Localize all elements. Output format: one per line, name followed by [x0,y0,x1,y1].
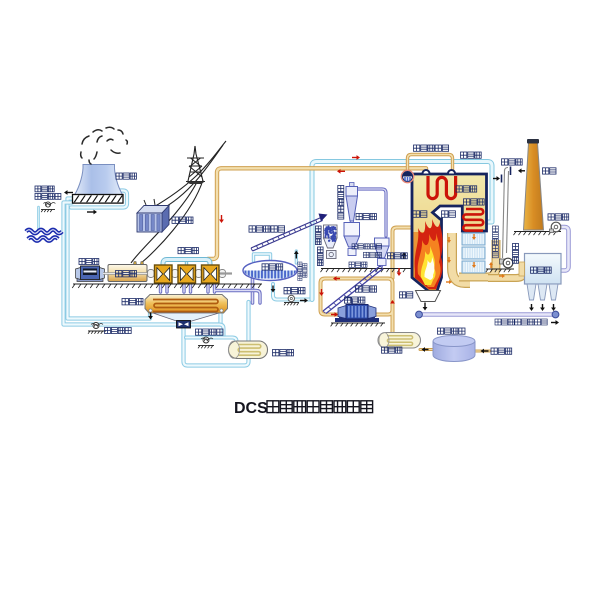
svg-text:DCS: DCS [234,400,268,417]
